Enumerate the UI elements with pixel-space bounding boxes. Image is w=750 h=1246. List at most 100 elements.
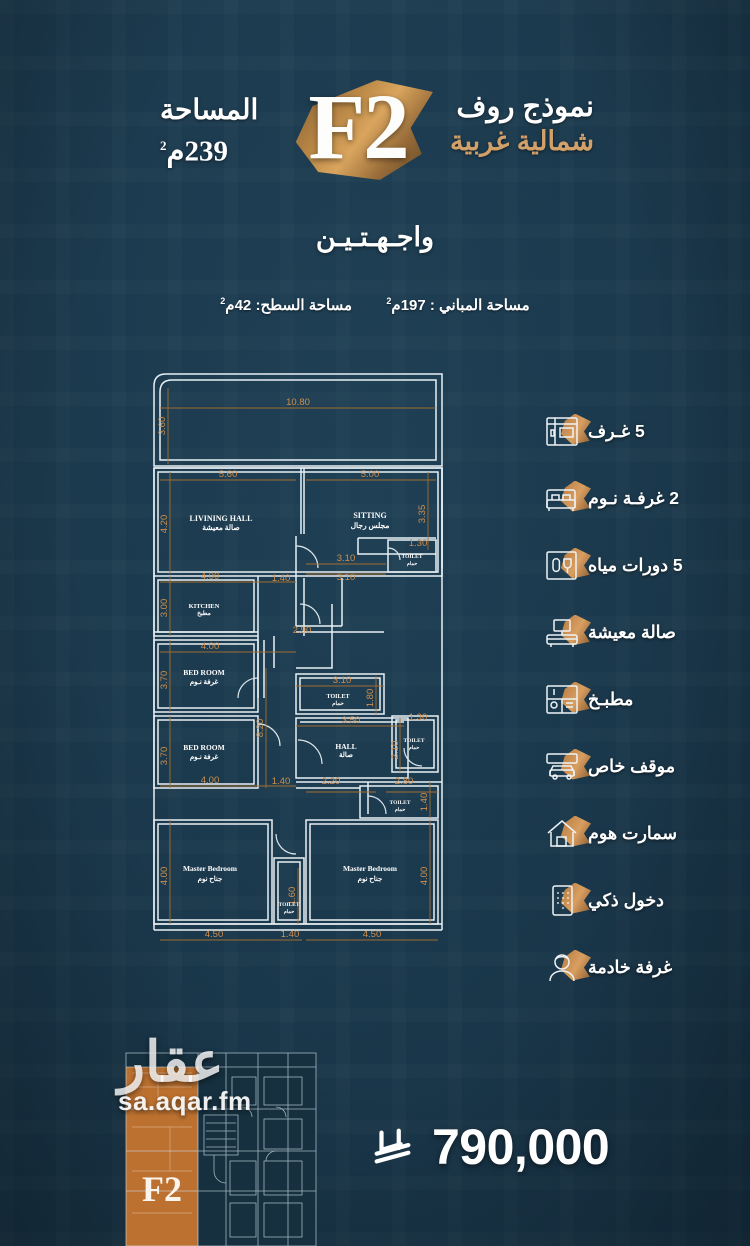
room-ar-bedroom-2: غرفة نـوم xyxy=(190,753,219,761)
feature-item-living-hall: صالة معيشة xyxy=(528,599,724,666)
dim-bedroom-width: 4.00 xyxy=(201,641,220,652)
total-area-block: المساحة 239م2 xyxy=(160,92,320,170)
buildings-area-label: مساحة المباني : xyxy=(429,297,530,314)
room-en-kitchen: KITCHEN xyxy=(189,603,220,610)
dim-living-depth: 4.20 xyxy=(159,515,170,534)
smart-home-icon xyxy=(542,813,591,855)
area-specs: مساحة المباني : 197م2 مساحة السطح: 42م2 xyxy=(0,296,750,314)
dim-master2-width: 4.50 xyxy=(363,929,382,940)
room-en-toilet-5: TOILET xyxy=(402,554,423,560)
kitchen-icon xyxy=(542,679,591,721)
roof-area-label: مساحة السطح: xyxy=(255,297,353,314)
dim-master2-depth: 4.00 xyxy=(419,867,430,886)
room-ar-toilet-5: حمام xyxy=(407,561,418,567)
maid-room-icon xyxy=(542,947,591,989)
room-en-toilet-3: TOILET xyxy=(390,800,411,806)
smart-entry-icon xyxy=(542,880,591,922)
plan-room-labels: LIVINING HALL صالة معيشة SITTING مجلس رج… xyxy=(183,511,425,915)
floor-plan: 10.80 3.60 5.60 5.00 4.20 3.35 4.00 3.00… xyxy=(146,368,458,988)
dim-toilet-w: 3.10 xyxy=(333,675,352,686)
dim-side-toilet-d: 2.10 xyxy=(390,741,401,760)
dim-bottom-narrow: 1.40 xyxy=(281,929,300,940)
dim-side-toilet-w: 1.30 xyxy=(409,712,428,723)
dim-small-toilet: 1.60 xyxy=(287,887,298,906)
feature-item-smart-home: سمارت هوم xyxy=(528,800,724,867)
site-plan-thumbnail: F2 xyxy=(118,1031,348,1246)
buildings-area-value: 197م xyxy=(391,297,426,314)
plan-dimension-labels: 10.80 3.60 5.60 5.00 4.20 3.35 4.00 3.00… xyxy=(157,397,430,940)
feature-item-parking: موقف خاص xyxy=(528,733,724,800)
dim-stair-width: 2.90 xyxy=(293,625,312,636)
dim-inner-b: 2.80 xyxy=(395,776,414,787)
dim-bedroom-depth: 3.70 xyxy=(159,671,170,690)
feature-label-kitchen: مطبـخ xyxy=(588,689,634,709)
room-en-toilet-2: TOILET xyxy=(404,738,425,744)
feature-label-rooms: 5 غـرف xyxy=(588,421,645,441)
room-ar-master-1: جناح نوم xyxy=(198,875,223,883)
room-ar-toilet-3: حمام xyxy=(395,807,406,813)
feature-label-maid-room: غرفة خادمة xyxy=(588,957,673,977)
feature-item-kitchen: مطبـخ xyxy=(528,666,724,733)
roof-area-superscript: 2 xyxy=(220,296,226,306)
model-type-block: نموذج روف شمالية غربية xyxy=(422,90,594,158)
facades-subtitle: واجـهـتـيـن xyxy=(315,222,435,252)
feature-label-living-hall: صالة معيشة xyxy=(588,622,676,642)
room-ar-living-hall: صالة معيشة xyxy=(202,523,240,532)
feature-label-smart-home: سمارت هوم xyxy=(588,823,678,843)
room-en-bedroom-1: BED ROOM xyxy=(183,668,224,677)
header: نموذج روف شمالية غربية F2 المساحة 239م2 xyxy=(0,74,750,204)
feature-list: 5 غـرف 2 غرفـة نـوم 5 دورات مياه xyxy=(528,398,724,1001)
room-ar-hall: صالة xyxy=(339,751,353,759)
site-plan-highlight-unit xyxy=(126,1067,198,1246)
dim-terrace-depth: 3.60 xyxy=(157,417,168,436)
dim-toilet-d: 1.80 xyxy=(365,689,376,708)
price-amount: 790,000 xyxy=(432,1119,610,1175)
dim-top-overall: 10.80 xyxy=(286,397,310,408)
room-en-master-1: Master Bedroom xyxy=(183,864,238,873)
feature-label-smart-entry: دخول ذكي xyxy=(588,890,664,910)
plan-walls xyxy=(153,373,443,931)
feature-item-bathrooms: 5 دورات مياه xyxy=(528,532,724,599)
room-en-toilet-1: TOILET xyxy=(327,694,350,700)
total-area-label: المساحة xyxy=(160,94,259,125)
site-plan-unit-tag: F2 xyxy=(142,1169,182,1209)
room-ar-toilet-1: حمام xyxy=(332,700,344,707)
room-en-living-hall: LIVINING HALL xyxy=(190,514,253,523)
bathroom-icon xyxy=(542,545,591,587)
model-orientation-line2: شمالية غربية xyxy=(450,126,594,156)
dim-guest-toilet: 1.30 xyxy=(409,538,428,549)
room-ar-master-2: جناح نوم xyxy=(358,875,383,883)
dim-kitchen-width: 4.00 xyxy=(201,571,220,582)
room-en-master-2: Master Bedroom xyxy=(343,864,398,873)
room-en-sitting: SITTING xyxy=(353,511,386,520)
feature-item-maid-room: غرفة خادمة xyxy=(528,934,724,1001)
dim-inner-c: 1.40 xyxy=(419,793,430,812)
dim-kitchen-depth: 3.00 xyxy=(159,599,170,618)
saudi-riyal-symbol-icon xyxy=(374,1128,411,1164)
feature-label-bathrooms: 5 دورات مياه xyxy=(588,555,683,575)
room-en-toilet-4: TOILET xyxy=(279,902,300,908)
dim-master-width: 4.50 xyxy=(205,929,224,940)
dim-corridor-b: 3.10 xyxy=(337,572,356,583)
dim-master-depth: 4.00 xyxy=(159,867,170,886)
total-area-superscript: 2 xyxy=(160,138,167,153)
price-block: 790,000 xyxy=(370,1112,670,1182)
bedroom-icon xyxy=(542,478,591,520)
feature-label-parking: موقف خاص xyxy=(588,756,676,776)
dim-sitting-depth: 3.35 xyxy=(417,505,428,524)
dim-narrow-1: 1.40 xyxy=(272,573,291,584)
dim-narrow-2: 1.40 xyxy=(272,776,291,787)
parking-icon xyxy=(542,746,591,788)
dim-mid-vertical: 8.20 xyxy=(255,719,266,738)
roof-area-value: 42م xyxy=(225,297,252,314)
rooms-icon xyxy=(542,411,591,453)
dim-living-width: 5.60 xyxy=(219,469,238,480)
feature-item-smart-entry: دخول ذكي xyxy=(528,867,724,934)
buildings-area-superscript: 2 xyxy=(386,296,392,306)
dim-sitting-width: 5.00 xyxy=(361,469,380,480)
feature-label-bedrooms: 2 غرفـة نـوم xyxy=(588,488,680,508)
model-type-line1: نموذج روف xyxy=(456,91,594,123)
dim-inner-a: 2.20 xyxy=(322,776,341,787)
feature-item-bedrooms: 2 غرفـة نـوم xyxy=(528,465,724,532)
